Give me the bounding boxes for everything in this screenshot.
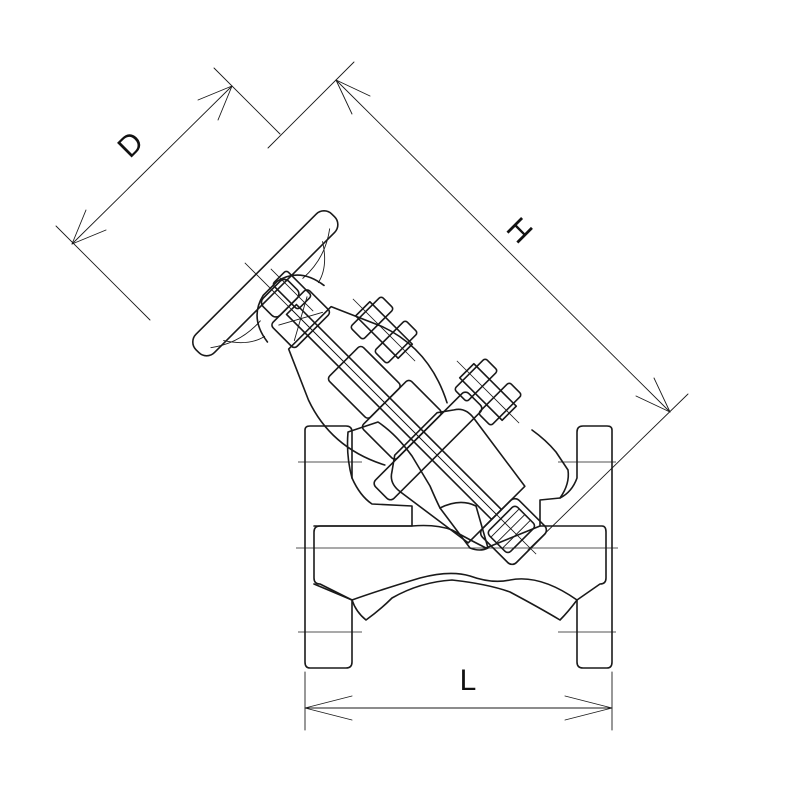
valve-body <box>304 421 613 669</box>
right-flange <box>539 425 613 669</box>
stem-assembly <box>192 210 548 566</box>
l-arrow-right <box>564 695 613 721</box>
body-bore-bottom <box>313 572 578 601</box>
h-label: H <box>500 212 539 251</box>
h-extension-top <box>267 61 355 149</box>
left-flange <box>304 425 413 669</box>
body-bonnet-neck-right <box>531 429 570 499</box>
d-arrow-top <box>197 85 233 121</box>
d-extension-top <box>213 67 281 135</box>
bolt-1 <box>350 296 418 364</box>
l-arrow-left <box>304 695 353 721</box>
d-extension-bottom <box>55 225 151 321</box>
d-label: D <box>112 126 151 165</box>
dimension-d: D <box>55 67 281 321</box>
d-arrow-bottom <box>71 209 107 245</box>
h-arrow-top <box>335 79 371 115</box>
stem-axis-line <box>244 262 537 555</box>
bonnet-bolts <box>270 268 522 426</box>
h-arrow-bottom <box>635 377 671 413</box>
body-bonnet-neck <box>346 421 441 509</box>
center-lines <box>296 461 618 633</box>
handwheel-spoke-top <box>210 320 261 349</box>
d-dimension-line <box>71 85 233 245</box>
l-label: L <box>460 664 477 697</box>
h-extension-bottom <box>527 393 689 551</box>
bolt-3 <box>270 268 314 312</box>
h-dimension-line <box>335 79 671 413</box>
dimension-l: L <box>304 664 613 731</box>
body-lower-shell <box>351 579 578 621</box>
bolt-2 <box>454 358 522 426</box>
bonnet <box>390 408 526 544</box>
handwheel-spoke-bottom <box>302 228 331 279</box>
